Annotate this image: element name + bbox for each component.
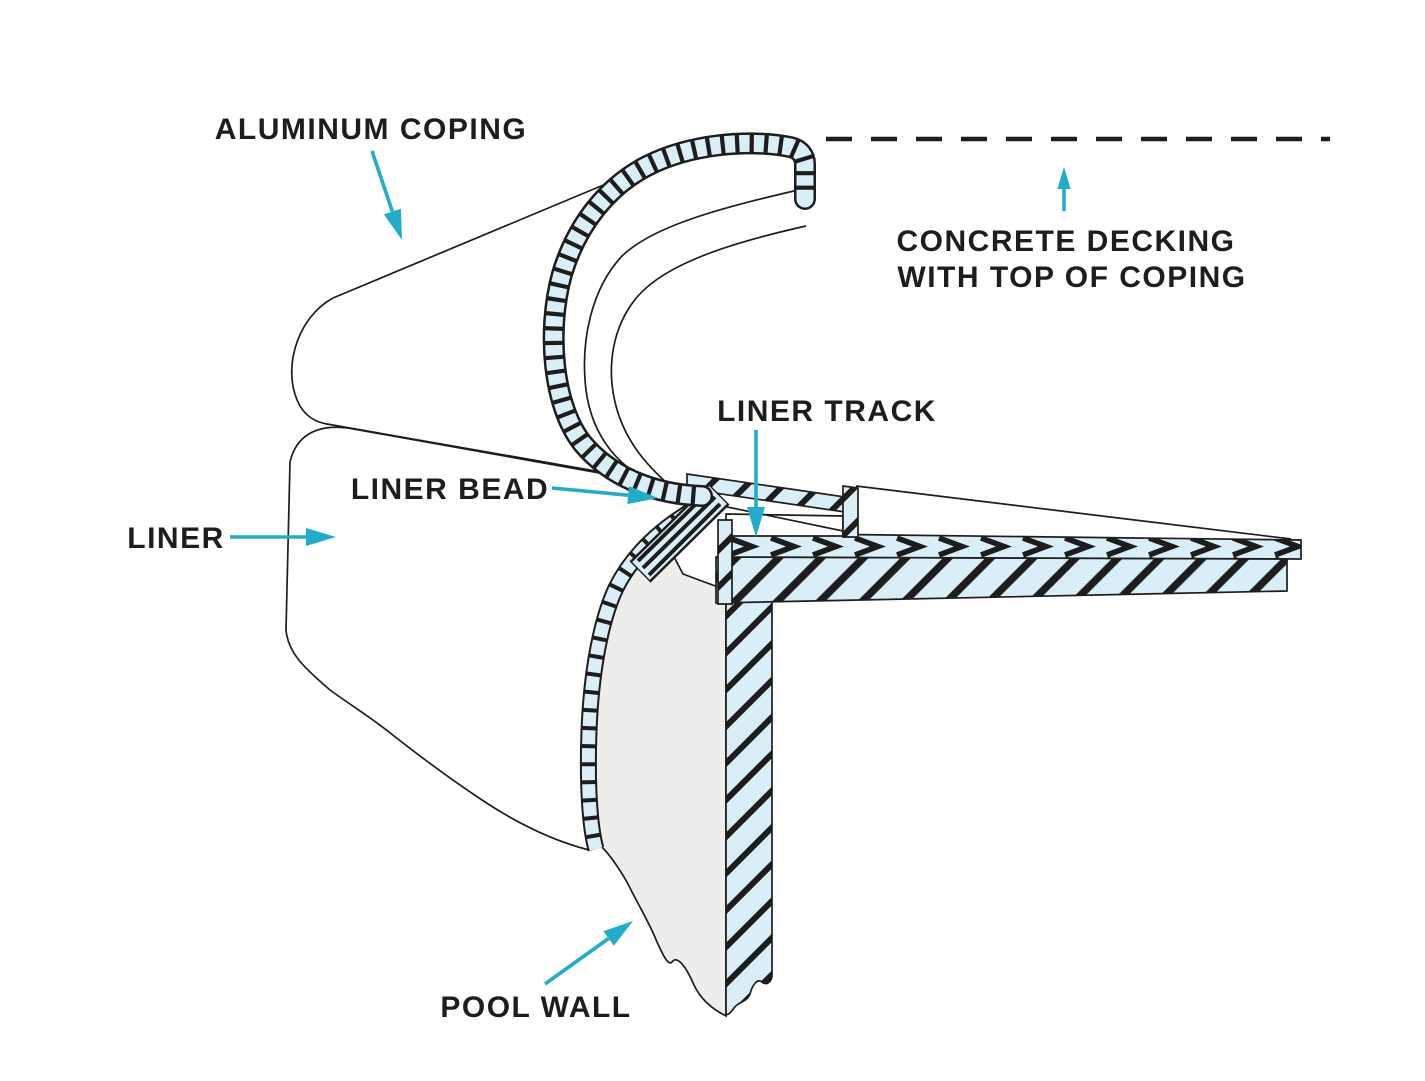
aluminum-coping-label: ALUMINUM COPING: [215, 113, 527, 146]
coping-section-band: [542, 132, 816, 507]
liner-bead-arrow: [551, 486, 658, 505]
concrete-decking-arrow: [1057, 167, 1071, 211]
liner-track-right: [842, 485, 859, 538]
deck-support-band: [715, 556, 1288, 604]
pool-wall-arrow: [543, 921, 633, 986]
pool-wall-section: [725, 537, 773, 1016]
liner-track-leg: [717, 519, 733, 605]
liner-track-slot: [725, 513, 844, 537]
liner-label: LINER: [127, 522, 225, 555]
liner-track-label: LINER TRACK: [717, 395, 937, 428]
pool-wall-label: POOL WALL: [440, 991, 631, 1024]
concrete-decking-label-line1: CONCRETE DECKING: [896, 225, 1235, 258]
liner-track-flange: [724, 532, 1302, 560]
liner-track-arrow: [747, 430, 765, 537]
liner-arrow: [230, 528, 336, 546]
liner-bead-label: LINER BEAD: [351, 473, 549, 506]
concrete-decking-label-line2: WITH TOP OF COPING: [897, 261, 1246, 294]
liner-bead-wedge: [629, 483, 730, 583]
aluminum-coping-arrow: [370, 150, 402, 240]
coping-seat-line: [855, 485, 1292, 540]
